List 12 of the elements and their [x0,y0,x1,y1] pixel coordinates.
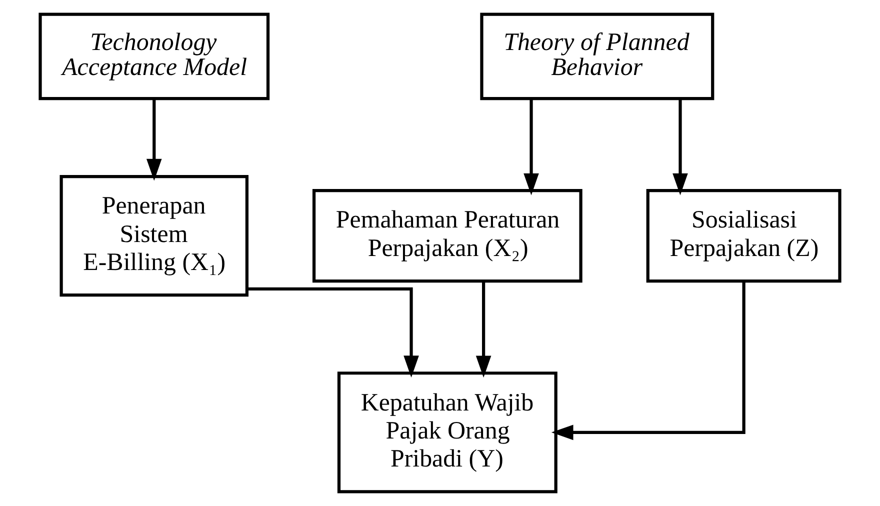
node-box: Pemahaman Peraturan Perpajakan (X₂) [312,189,582,283]
arrow [476,281,492,378]
arrow [672,98,688,196]
node-box: Techonology Acceptance Model [38,12,270,100]
node-box: Theory of Planned Behavior [480,12,714,100]
node-box: Kepatuhan Wajib Pajak Orang Pribadi (Y) [337,372,558,494]
arrow [551,281,746,440]
node-box: Sosialisasi Perpajakan (Z) [646,189,842,283]
node-box: Penerapan Sistem E-Billing (X₁) [60,175,248,297]
arrow [146,98,162,181]
arrow [524,98,539,196]
arrow [246,287,419,378]
